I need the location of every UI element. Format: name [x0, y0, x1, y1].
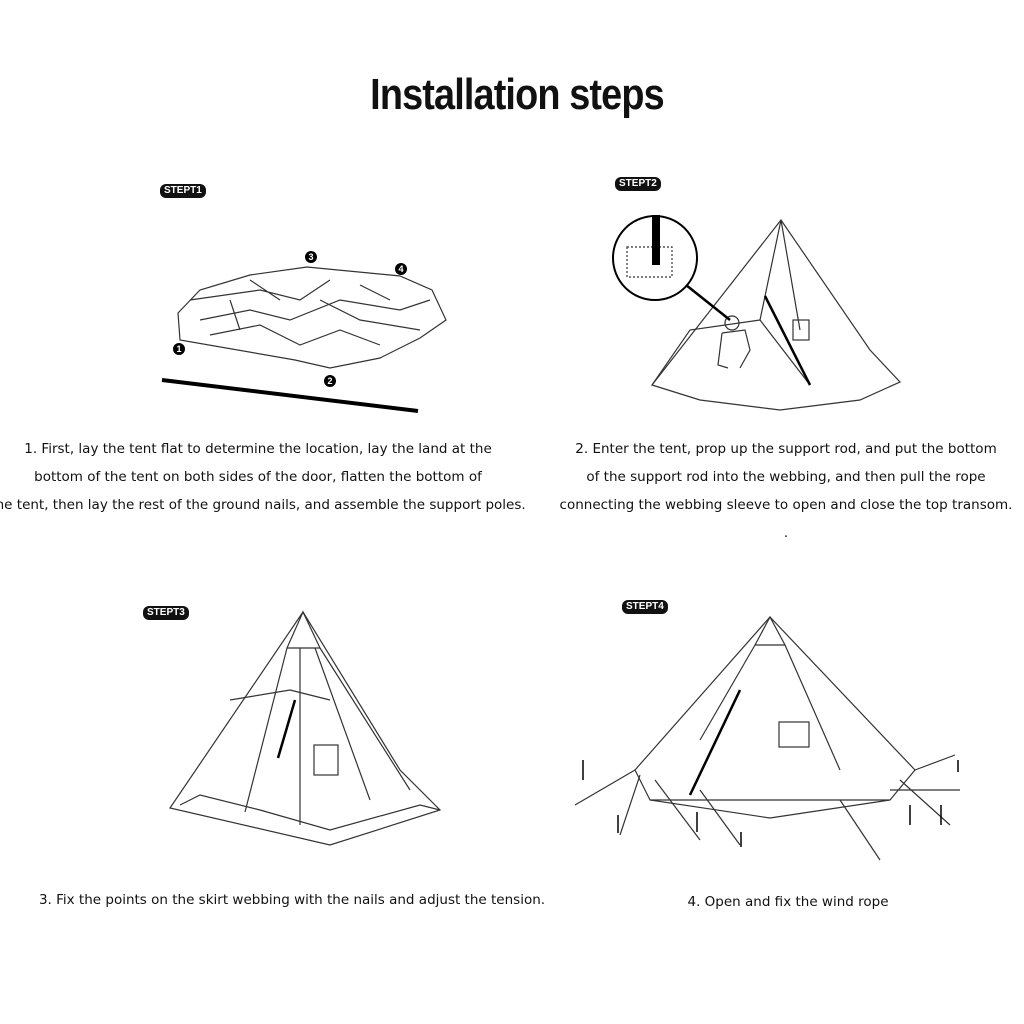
caption-line: connecting the webbing sleeve to open an…: [559, 497, 1013, 513]
caption-line: 4. Open and fix the wind rope: [687, 894, 889, 910]
step-2-caption: 2. Enter the tent, prop up the support r…: [560, 435, 1013, 547]
step-3-badge: STEPT3: [143, 606, 189, 620]
caption-trailing-dot: .: [783, 525, 789, 541]
caption-line: of the support rod into the webbing, and…: [586, 469, 986, 485]
step-4-badge: STEPT4: [622, 600, 668, 614]
tent-interior-illustration: [612, 215, 902, 411]
caption-line: 1. First, lay the tent flat to determine…: [24, 441, 492, 457]
caption-line: the tent, then lay the rest of the groun…: [0, 497, 526, 513]
tent-wind-rope-illustration: [574, 615, 960, 861]
step-1-caption: 1. First, lay the tent flat to determine…: [0, 435, 526, 519]
caption-line: 2. Enter the tent, prop up the support r…: [575, 441, 997, 457]
marker-2: 2: [327, 376, 332, 386]
marker-4: 4: [398, 264, 403, 274]
caption-line: bottom of the tent on both sides of the …: [34, 469, 482, 485]
marker-1: 1: [176, 344, 181, 354]
step-4-caption: 4. Open and fix the wind rope: [687, 888, 888, 916]
marker-3: 3: [308, 252, 313, 262]
page-title: Installation steps: [370, 70, 664, 119]
flat-tent-illustration: [161, 251, 447, 413]
step-2-badge: STEPT2: [615, 177, 661, 191]
caption-line: 3. Fix the points on the skirt webbing w…: [38, 892, 546, 908]
step-3-caption: 3. Fix the points on the skirt webbing w…: [39, 886, 545, 914]
step-1-badge: STEPT1: [160, 184, 206, 198]
tent-staked-illustration: [169, 610, 442, 846]
